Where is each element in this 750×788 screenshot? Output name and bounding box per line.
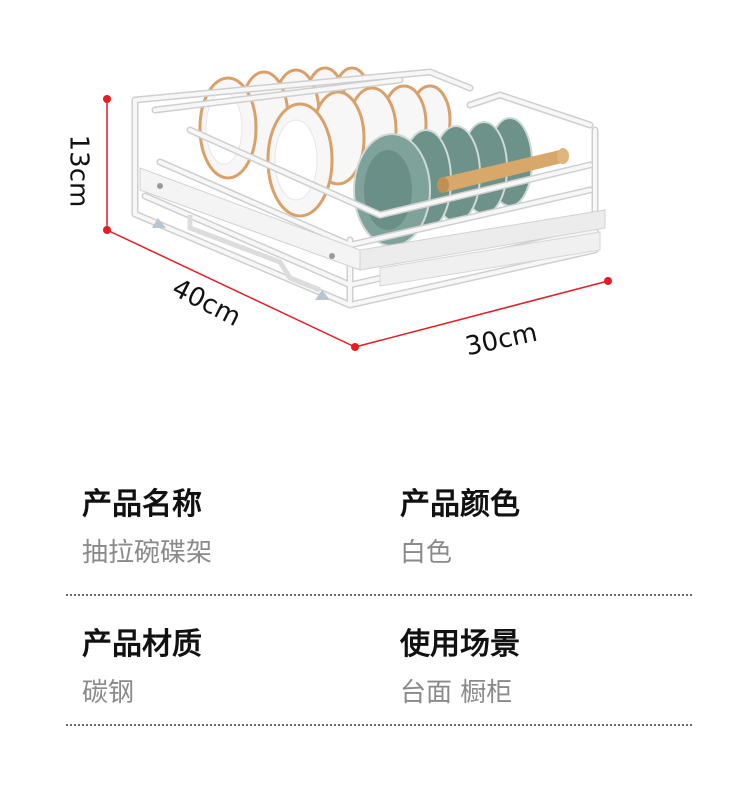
spec-value: 抽拉碗碟架: [82, 538, 213, 568]
spec-value: 碳钢: [82, 678, 135, 708]
spec-value: 白色: [400, 538, 453, 568]
spec-title: 产品名称: [82, 487, 202, 522]
spec-row-2: 产品材质 碳钢 使用场景 台面 橱柜: [66, 596, 692, 761]
spec-title: 使用场景: [400, 627, 520, 662]
spec-product-name: 产品名称 抽拉碗碟架: [82, 487, 213, 568]
slide-rail: [139, 167, 606, 293]
rack-illustration: [103, 66, 612, 351]
wooden-handle: [437, 148, 569, 193]
spec-product-material: 产品材质 碳钢: [82, 627, 202, 708]
height-dimension-label: 13cm: [63, 134, 94, 208]
spec-usage-scene: 使用场景 台面 橱柜: [400, 627, 520, 708]
suction-feet: [152, 218, 330, 300]
product-diagram: 13cm 40cm 30cm: [63, 66, 612, 362]
spec-divider: [66, 594, 692, 596]
spec-title: 产品颜色: [400, 487, 520, 522]
spec-product-color: 产品颜色 白色: [400, 487, 520, 568]
rack-frame: [131, 68, 599, 309]
spec-row-1: 产品名称 抽拉碗碟架 产品颜色 白色: [66, 490, 692, 596]
spec-title: 产品材质: [82, 627, 202, 662]
dimension-lines: [103, 95, 612, 351]
spec-value: 台面 橱柜: [400, 678, 513, 708]
product-specs: 产品名称 抽拉碗碟架 产品颜色 白色 产品材质 碳钢 使用场景 台面 橱柜: [66, 490, 692, 761]
spec-divider: [66, 724, 692, 726]
